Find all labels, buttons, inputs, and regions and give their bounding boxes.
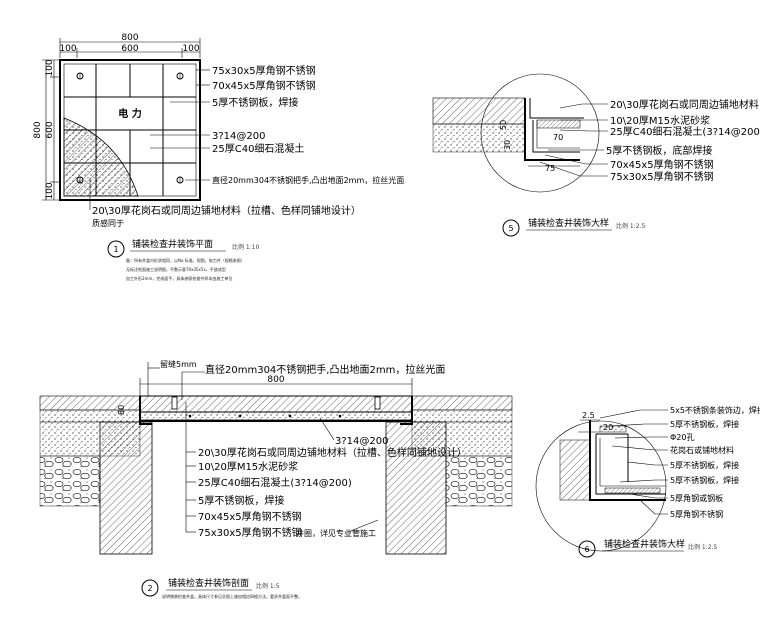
detail-6-title: 铺装检查井装饰大样 bbox=[604, 538, 685, 550]
section-dim-total: 800 bbox=[267, 375, 284, 385]
section-leader-0: 20\30厚花岗石或同周边铺地材料（拉槽、色样同铺地设计） bbox=[198, 446, 467, 459]
plan-leader-4: 25厚C40细石混凝土 bbox=[212, 142, 304, 155]
section-drawing: 留缝5mm 直径20mm304不锈钢把手,凸出地面2mm，拉丝光面 800 80 bbox=[39, 359, 513, 599]
detail-6-dim-20: 20 bbox=[603, 423, 613, 432]
detail-5-leader-5: 75x30x5厚角钢不锈钢 bbox=[610, 170, 714, 183]
section-wall-right bbox=[385, 421, 447, 555]
plan-dim-v-bot: 100 bbox=[45, 182, 55, 199]
plan-note-2: 加工外形2mm，完成面平，具体参照检查井样本由施工单位 bbox=[126, 275, 232, 281]
plan-note-1: 无标注地面施工说明图，平数示意70x35x5x，平放成型 bbox=[126, 266, 226, 272]
section-title-marker bbox=[141, 579, 159, 597]
section-leader-5: 75x30x5厚角钢不锈钢 bbox=[198, 526, 302, 539]
detail-5-dim-30: 30 bbox=[503, 140, 512, 150]
plan-dim-v-mid: 600 bbox=[45, 121, 55, 138]
detail-5-leader-1: 10\20厚M15水泥砂浆 bbox=[610, 114, 710, 127]
detail-5-dim-70: 70 bbox=[553, 133, 563, 142]
section-rebar-label: 3?14@200 bbox=[335, 436, 388, 447]
plan-leader-1: 70x45x5厚角钢不锈钢 bbox=[212, 79, 316, 92]
detail-6-leader-2: Φ20孔 bbox=[670, 433, 694, 442]
detail-6-scale: 比例 1:2.5 bbox=[688, 543, 717, 551]
plan-title-marker bbox=[107, 240, 125, 258]
section-wall-left bbox=[99, 421, 153, 555]
detail-5-title-marker bbox=[502, 219, 520, 237]
section-handle-label: 直径20mm304不锈钢把手,凸出地面2mm，拉丝光面 bbox=[205, 363, 445, 376]
plan-sub-note: 质感同于 bbox=[92, 218, 124, 228]
plan-leader-5: 直径20mm304不锈钢把手,凸出地面2mm，拉丝光面 bbox=[212, 175, 404, 185]
plan-drawing: 800 100 600 100 800 600 100 100 bbox=[33, 33, 404, 281]
plan-dim-right: 100 bbox=[182, 44, 199, 54]
section-gap-label: 留缝5mm bbox=[160, 359, 197, 369]
section-rebar bbox=[188, 414, 342, 418]
detail-6-title-num: 6 bbox=[584, 545, 589, 554]
detail-5-drawing: 70 75 50 30 20\30厚花岗石或同周边铺地材料（拉槽、色样同铺地设计… bbox=[432, 73, 760, 237]
plan-note-0: 备：所有井盖内形状相同，以Na 标准，视图，电力井（规格参照） bbox=[126, 257, 245, 263]
detail-5-scale: 比例 1:2.5 bbox=[616, 222, 645, 230]
section-scale: 比例 1:5 bbox=[256, 582, 280, 590]
plan-leader-0: 75x30x5厚角钢不锈钢 bbox=[212, 64, 316, 77]
detail-6-leader-4: 5厚不锈钢板，焊接 bbox=[670, 460, 739, 470]
plan-leader-3: 3?14@200 bbox=[212, 131, 265, 142]
section-well-note: 井圈，详见专业管施工 bbox=[296, 528, 376, 538]
plan-dim-left: 100 bbox=[59, 44, 76, 54]
detail-5-leader-3: 5厚不锈钢板，底部焊接 bbox=[606, 144, 712, 157]
section-note: 说明铺装检查井盖，具体尺寸参见总图上施加相应网格方法，要求井盖面平整。 bbox=[162, 593, 302, 599]
detail-6-leader-3: 花岗石或铺地材料 bbox=[670, 445, 734, 455]
plan-outer-frame bbox=[59, 59, 201, 201]
section-cover bbox=[139, 395, 413, 413]
detail-5-dim-50: 50 bbox=[499, 120, 508, 130]
detail-6-leader-6: 5厚角钢或钢板 bbox=[670, 493, 723, 503]
plan-cover-label: 电 力 bbox=[118, 107, 141, 120]
detail-6-dim-25: 2.5 bbox=[582, 411, 595, 420]
plan-leader-6: 20\30厚花岗石或同周边铺地材料（拉槽、色样同铺地设计） bbox=[92, 204, 361, 217]
detail-5-title-num: 5 bbox=[508, 224, 513, 233]
plan-dim-v-top: 100 bbox=[45, 59, 55, 76]
plan-leader-2: 5厚不锈钢板，焊接 bbox=[212, 96, 298, 109]
detail-6-leader-1: 5厚不锈钢板，焊接 bbox=[670, 419, 739, 429]
plan-title: 铺装检查井装饰平面 bbox=[132, 238, 213, 250]
plan-dim-v-total: 800 bbox=[33, 121, 43, 138]
section-title: 铺装检查井装饰剖面 bbox=[168, 577, 249, 589]
detail-5-leader-2: 25厚C40细石混凝土(3?14@200) bbox=[610, 125, 760, 138]
plan-dim-total: 800 bbox=[121, 33, 138, 43]
detail-6-drawing: 2.5 20 5x5不锈钢条装饰边，焊接 5厚不锈钢板，焊接 Φ20孔 花岗石或… bbox=[535, 405, 760, 558]
detail-6-leader-7: 5厚角钢不锈钢 bbox=[670, 509, 723, 519]
section-leader-4: 70x45x5厚角钢不锈钢 bbox=[198, 510, 302, 523]
plan-title-num: 1 bbox=[113, 245, 118, 254]
detail-6-title-marker bbox=[578, 540, 596, 558]
section-title-num: 2 bbox=[147, 584, 152, 593]
handle-icon bbox=[76, 72, 184, 184]
detail-5-leader-4: 70x45x5厚角钢不锈钢 bbox=[610, 158, 714, 171]
section-leader-3: 5厚不锈钢板，焊接 bbox=[198, 494, 284, 507]
detail-5-title: 铺装检查井装饰大样 bbox=[528, 217, 609, 229]
section-leader-2: 25厚C40细石混凝土(3?14@200) bbox=[198, 476, 352, 489]
detail-5-leader-0: 20\30厚花岗石或同周边铺地材料（拉槽、色样同铺地设计） bbox=[610, 98, 760, 111]
section-leader-1: 10\20厚M15水泥砂浆 bbox=[198, 460, 298, 473]
plan-dim-mid: 600 bbox=[121, 44, 138, 54]
detail-6-leader-5: 5厚不锈钢板，焊接 bbox=[670, 475, 739, 485]
detail-5-dim-75: 75 bbox=[545, 164, 555, 173]
detail-6-leader-0: 5x5不锈钢条装饰边，焊接 bbox=[670, 405, 760, 415]
plan-scale: 比例 1:10 bbox=[232, 243, 260, 251]
